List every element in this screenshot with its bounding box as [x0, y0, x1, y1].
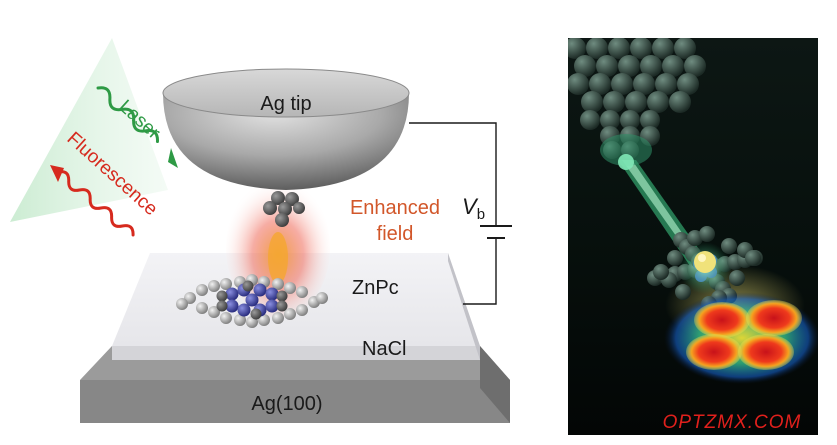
- tip-apex-atoms: [263, 191, 305, 227]
- molecule-atom: [284, 282, 296, 294]
- tip-cluster-atom: [640, 110, 660, 130]
- molecule-atom: [265, 287, 279, 301]
- ag-tip: [163, 93, 409, 190]
- fluorescence-arrowhead: [50, 165, 64, 182]
- tip-cluster-atom: [647, 91, 669, 113]
- bias-voltage-subscript: b: [477, 206, 485, 223]
- znpc-label: ZnPc: [352, 277, 399, 299]
- molecule-atom: [220, 278, 232, 290]
- ag-substrate-side: [480, 346, 510, 423]
- laser-arrowhead: [168, 148, 178, 168]
- molecule-atom: [234, 314, 246, 326]
- molecule-atom: [258, 314, 270, 326]
- ag-tip-top-face: [162, 68, 410, 118]
- render-molecule-atom: [729, 270, 745, 286]
- nacl-layer-side: [448, 253, 480, 360]
- tip-cluster-atom: [574, 55, 596, 77]
- molecule-atom: [272, 312, 284, 324]
- ag-substrate-front: [80, 380, 510, 423]
- molecule-atom: [208, 306, 220, 318]
- fluorescence-map-halo: [664, 292, 818, 384]
- molecule-atom: [296, 304, 308, 316]
- nacl-layer-front: [112, 346, 480, 360]
- tip-cluster-atom: [620, 110, 640, 130]
- tip-cluster-atom: [581, 91, 603, 113]
- molecule-atom: [237, 303, 251, 317]
- render-molecule-atom: [653, 264, 669, 280]
- tip-cluster-atom: [618, 55, 640, 77]
- molecule-atom: [276, 290, 288, 302]
- tip-cluster-atom: [611, 73, 633, 95]
- tip-label: Ag tip: [260, 93, 311, 115]
- molecule-atom: [196, 302, 208, 314]
- tip-cluster-atom: [669, 91, 691, 113]
- molecule-atom: [225, 287, 239, 301]
- fluorescence-map-lobes: [686, 300, 802, 370]
- molecule-atom: [284, 308, 296, 320]
- artistic-render-panel: [568, 38, 818, 435]
- tip-cluster-atom: [655, 73, 677, 95]
- molecule-atom: [216, 300, 228, 312]
- bias-circuit: [409, 122, 512, 305]
- tip-cluster-atom: [589, 73, 611, 95]
- molecule-atom: [208, 280, 220, 292]
- laser-arrow: [96, 86, 159, 144]
- molecule-atom: [216, 290, 228, 302]
- tip-cluster-atom: [603, 91, 625, 113]
- molecule-atom: [253, 283, 267, 297]
- tip-cluster-atom: [568, 73, 589, 95]
- molecule-atom: [272, 278, 284, 290]
- fluorescence-arrow: [56, 170, 135, 237]
- tip-cluster-atom: [640, 55, 662, 77]
- molecule-atom: [225, 299, 239, 313]
- tip-cluster-atom: [677, 73, 699, 95]
- molecule-atom: [220, 312, 232, 324]
- znpc-molecule: [176, 274, 328, 328]
- laser-beam-cone: [10, 38, 168, 222]
- enhanced-field-core: [268, 232, 288, 284]
- substrate-label: Ag(100): [251, 393, 322, 415]
- enhanced-field-label-line2: field: [377, 223, 414, 245]
- tip-cluster-atom: [684, 55, 706, 77]
- molecule-atom: [196, 284, 208, 296]
- tip-cluster-atom: [662, 55, 684, 77]
- tip-cluster-atom: [608, 38, 630, 59]
- tip-cluster-atom: [674, 38, 696, 59]
- render-molecule-atom: [721, 238, 737, 254]
- molecule-atom: [265, 299, 279, 313]
- tip-cluster-atom: [600, 110, 620, 130]
- tip-cluster-atom: [580, 110, 600, 130]
- tip-cluster-atom: [625, 91, 647, 113]
- molecule-atom: [296, 286, 308, 298]
- molecule-atom: [245, 293, 259, 307]
- tip-cluster-atom: [630, 38, 652, 59]
- nacl-label: NaCl: [362, 338, 406, 360]
- render-molecule-atom: [675, 284, 691, 300]
- watermark: OPTZMX.COM: [663, 412, 802, 433]
- render-molecule-atom: [699, 226, 715, 242]
- enhanced-field-label-line1: Enhanced: [350, 197, 440, 219]
- molecule-atom: [242, 280, 254, 292]
- molecule-atom: [316, 292, 328, 304]
- tip-cluster-atom: [652, 38, 674, 59]
- tip-cluster-atom: [596, 55, 618, 77]
- render-tip-cluster: [568, 38, 706, 159]
- tip-cluster-atom: [568, 38, 586, 59]
- tip-cluster-atom: [633, 73, 655, 95]
- molecule-atom: [176, 298, 188, 310]
- molecule-atom: [250, 308, 262, 320]
- molecule-atom: [276, 300, 288, 312]
- render-molecule-atom: [667, 250, 683, 266]
- render-molecule-atom: [745, 250, 761, 266]
- bias-voltage-label: Vb: [462, 194, 485, 223]
- tip-cluster-atom: [586, 38, 608, 59]
